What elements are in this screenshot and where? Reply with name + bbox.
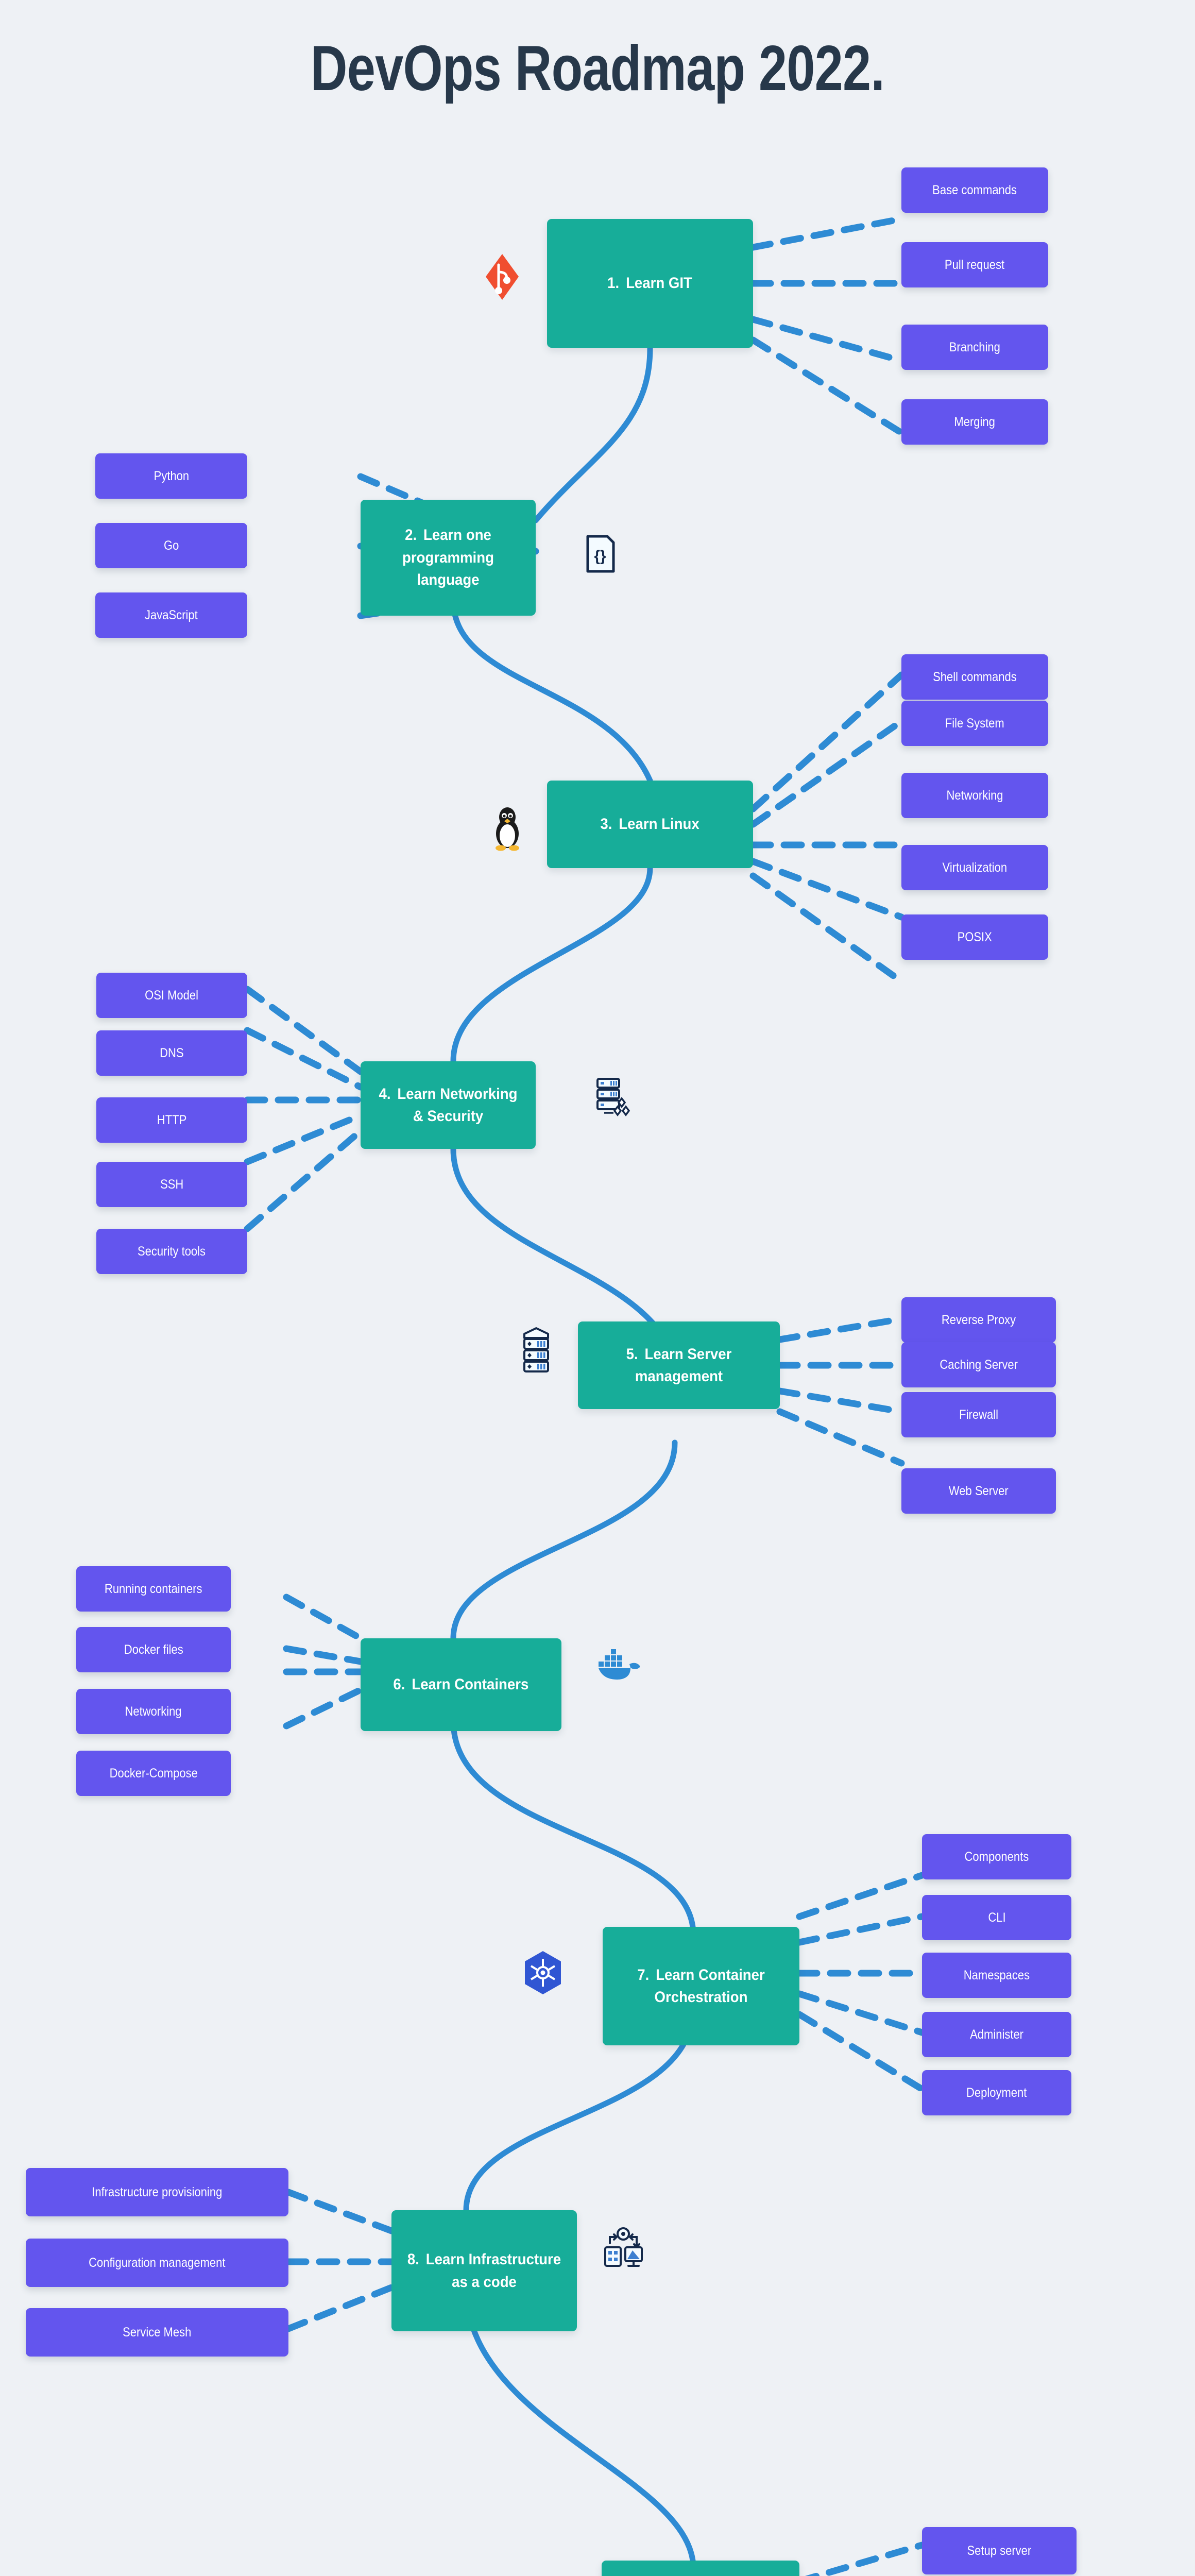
leaf-7-2[interactable]: Namespaces [922, 1953, 1071, 1998]
leaf-5-3[interactable]: Web Server [901, 1468, 1056, 1514]
leaf-5-1[interactable]: Caching Server [901, 1342, 1056, 1387]
kubernetes-icon [525, 1951, 561, 1994]
linux-penguin-icon [496, 807, 519, 851]
infrastructure-code-icon [604, 2227, 643, 2267]
step-label-6: Learn Containers [412, 1676, 529, 1693]
step-node-6[interactable]: 6. Learn Containers [361, 1638, 561, 1731]
leaf-4-4[interactable]: Security tools [96, 1229, 247, 1274]
step-node-5[interactable]: 5.Learn Server management [578, 1321, 780, 1409]
step-label-3: Learn Linux [619, 816, 700, 833]
code-file-icon: {} [586, 535, 615, 573]
leaf-9-0[interactable]: Setup server [922, 2527, 1077, 2574]
leaf-5-0[interactable]: Reverse Proxy [901, 1297, 1056, 1343]
leaf-6-2[interactable]: Networking [76, 1689, 231, 1734]
leaf-6-1[interactable]: Docker files [76, 1627, 231, 1672]
leaf-4-1[interactable]: DNS [96, 1030, 247, 1076]
leaf-8-1[interactable]: Configuration management [26, 2239, 288, 2287]
leaf-4-2[interactable]: HTTP [96, 1097, 247, 1143]
git-icon [486, 254, 519, 300]
leaf-8-2[interactable]: Service Mesh [26, 2308, 288, 2357]
leaf-2-1[interactable]: Go [95, 523, 247, 568]
leaf-7-3[interactable]: Administer [922, 2012, 1071, 2057]
leaf-7-1[interactable]: CLI [922, 1895, 1071, 1940]
step-number-1: 1. [607, 275, 620, 292]
leaf-1-2[interactable]: Branching [901, 325, 1048, 370]
step-label-5: Learn Server management [635, 1345, 732, 1385]
leaf-1-1[interactable]: Pull request [901, 242, 1048, 287]
network-security-icon [596, 1078, 630, 1116]
step-label-2: Learn one programming language [402, 527, 494, 589]
step-number-4: 4. [379, 1085, 391, 1103]
svg-text:{}: {} [594, 548, 606, 565]
server-rack-icon [523, 1327, 549, 1372]
step-node-1[interactable]: 1. Learn GIT [547, 219, 753, 348]
leaf-3-4[interactable]: POSIX [901, 914, 1048, 960]
leaf-7-4[interactable]: Deployment [922, 2070, 1071, 2115]
step-number-6: 6. [393, 1676, 405, 1693]
step-number-7: 7. [637, 1966, 650, 1984]
step-node-9[interactable]: 9.Learn CI/CD [602, 2561, 799, 2576]
step-label-7: Learn Container Orchestration [654, 1966, 765, 2006]
leaf-6-0[interactable]: Running containers [76, 1566, 231, 1612]
leaf-6-3[interactable]: Docker-Compose [76, 1751, 231, 1796]
step-label-4: Learn Networking & Security [397, 1085, 518, 1125]
leaf-3-0[interactable]: Shell commands [901, 654, 1048, 700]
step-node-3[interactable]: 3. Learn Linux [547, 781, 753, 868]
step-label-8: Learn Infrastructure as a code [425, 2251, 561, 2291]
step-number-3: 3. [600, 816, 612, 833]
docker-whale-icon [599, 1649, 640, 1680]
leaf-3-3[interactable]: Virtualization [901, 845, 1048, 890]
step-node-2[interactable]: 2.Learn one programming language [361, 500, 536, 616]
leaf-2-0[interactable]: Python [95, 453, 247, 499]
step-number-5: 5. [626, 1345, 638, 1363]
step-node-4[interactable]: 4. Learn Networking & Security [361, 1061, 536, 1149]
step-node-8[interactable]: 8. Learn Infrastructure as a code [391, 2210, 577, 2331]
leaf-1-0[interactable]: Base commands [901, 167, 1048, 213]
leaf-4-3[interactable]: SSH [96, 1162, 247, 1207]
page-title: DevOps Roadmap 2022. [310, 33, 885, 104]
step-number-2: 2. [405, 527, 417, 544]
leaf-1-3[interactable]: Merging [901, 399, 1048, 445]
leaf-7-0[interactable]: Components [922, 1834, 1071, 1879]
leaf-5-2[interactable]: Firewall [901, 1392, 1056, 1437]
step-number-8: 8. [407, 2251, 419, 2268]
leaf-3-1[interactable]: File System [901, 701, 1048, 746]
step-node-7[interactable]: 7.Learn Container Orchestration [603, 1927, 799, 2045]
leaf-2-2[interactable]: JavaScript [95, 592, 247, 638]
step-label-1: Learn GIT [626, 275, 693, 292]
leaf-3-2[interactable]: Networking [901, 773, 1048, 818]
leaf-4-0[interactable]: OSI Model [96, 973, 247, 1018]
leaf-8-0[interactable]: Infrastructure provisioning [26, 2168, 288, 2216]
